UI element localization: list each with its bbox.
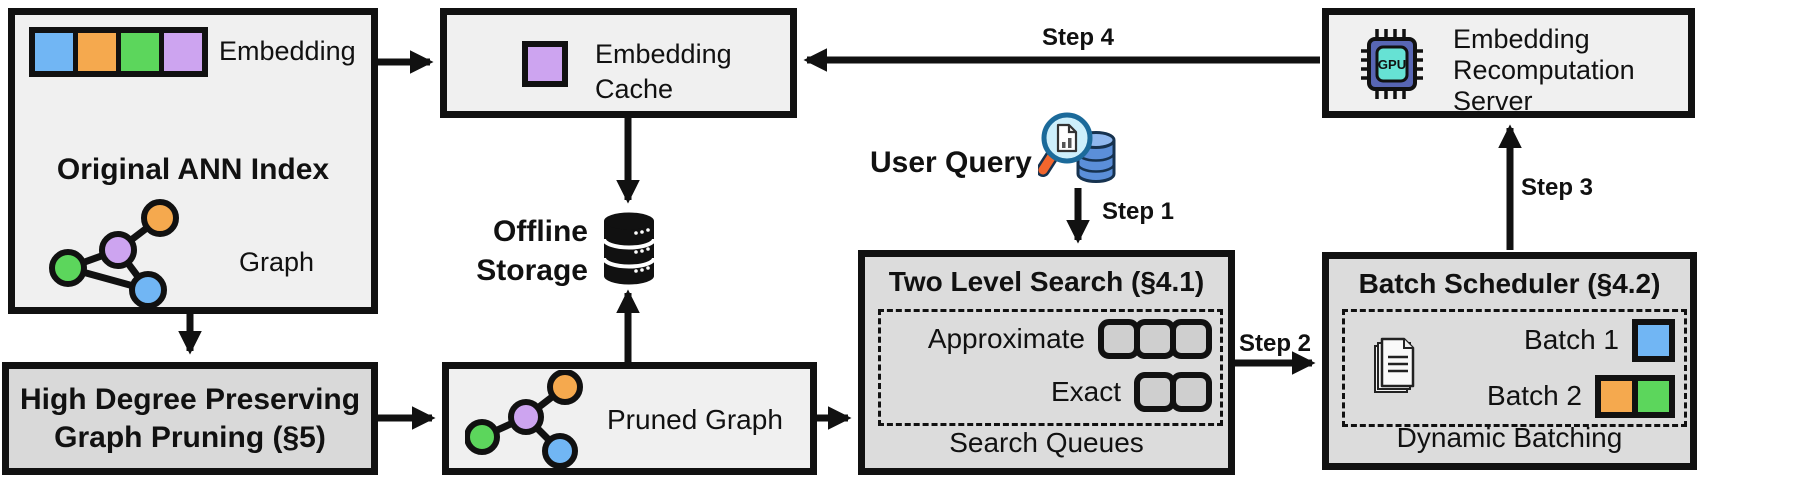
- search-queues-label: Search Queues: [949, 427, 1144, 458]
- search-queues-region: Approximate Exact: [878, 309, 1223, 426]
- batch1-label: Batch 1: [1524, 324, 1619, 355]
- color-cell: [78, 33, 116, 71]
- graph-icon: [49, 199, 179, 309]
- batch2-label: Batch 2: [1487, 380, 1582, 411]
- queue-slot: [1170, 372, 1212, 412]
- gpu-chip-icon: GPU: [1361, 29, 1423, 99]
- embedding-cache-box: Embedding Cache: [440, 8, 797, 118]
- batch1-items: [1632, 318, 1675, 362]
- embedding-cache-title: Embedding Cache: [595, 39, 732, 104]
- graph-pruning-box: High Degree Preserving Graph Pruning (§5…: [2, 362, 378, 475]
- step1-label: Step 1: [1102, 198, 1175, 225]
- pruned-graph-icon: [465, 370, 583, 468]
- original-ann-index-box: Embedding Original ANN Index Graph: [8, 8, 378, 314]
- batch2-items: [1595, 374, 1675, 418]
- batch1-row: Batch 1: [1487, 315, 1675, 365]
- embedding-vector-icon: [29, 27, 208, 77]
- two-level-search-box: Two Level Search (§4.1) Approximate Exac…: [858, 250, 1235, 475]
- offline-storage-label: Offline Storage: [476, 215, 588, 287]
- cached-embedding-icon: [522, 41, 568, 87]
- color-cell: [1595, 374, 1638, 418]
- exact-queue-slots: [1134, 372, 1212, 412]
- embedding-label: Embedding: [219, 36, 356, 66]
- color-cell: [1632, 374, 1675, 418]
- color-cell: [164, 33, 202, 71]
- documents-icon: [1374, 337, 1415, 393]
- step3-label: Step 3: [1521, 174, 1594, 201]
- graph-pruning-title: High Degree Preserving Graph Pruning (§5…: [19, 382, 361, 454]
- user-query-label: User Query: [870, 146, 1032, 179]
- approximate-label: Approximate: [927, 323, 1085, 354]
- recomputation-server-title: Embedding Recomputation Server: [1453, 24, 1635, 116]
- color-cell: [121, 33, 159, 71]
- color-cell: [1632, 318, 1675, 362]
- exact-queue-row: Exact: [928, 369, 1212, 415]
- dynamic-batching-label: Dynamic Batching: [1396, 422, 1623, 453]
- step4-label: Step 4: [1042, 24, 1115, 51]
- queue-slot: [1170, 319, 1212, 359]
- dynamic-batching-region: Batch 1 Batch 2: [1342, 309, 1687, 427]
- graph-label: Graph: [239, 247, 315, 277]
- approximate-queue-slots: [1098, 319, 1212, 359]
- database-icon: [602, 212, 656, 285]
- batch-scheduler-box: Batch Scheduler (§4.2) Batch 1 Batch 2: [1322, 252, 1697, 470]
- query-search-icon: [1038, 112, 1116, 183]
- batch2-row: Batch 2: [1487, 371, 1675, 421]
- approximate-queue-row: Approximate: [928, 316, 1212, 362]
- pruned-graph-label: Pruned Graph: [607, 404, 783, 435]
- exact-label: Exact: [1050, 376, 1121, 407]
- gpu-chip-label: GPU: [1378, 57, 1406, 72]
- color-cell: [35, 33, 73, 71]
- two-level-search-title: Two Level Search (§4.1): [888, 266, 1205, 297]
- original-ann-index-title: Original ANN Index: [56, 153, 330, 186]
- recomputation-server-box: GPU Embedding Recomputation Server: [1322, 8, 1695, 118]
- step2-label: Step 2: [1239, 330, 1312, 357]
- pruned-graph-box: Pruned Graph: [442, 362, 817, 475]
- batch-scheduler-title: Batch Scheduler (§4.2): [1358, 268, 1661, 299]
